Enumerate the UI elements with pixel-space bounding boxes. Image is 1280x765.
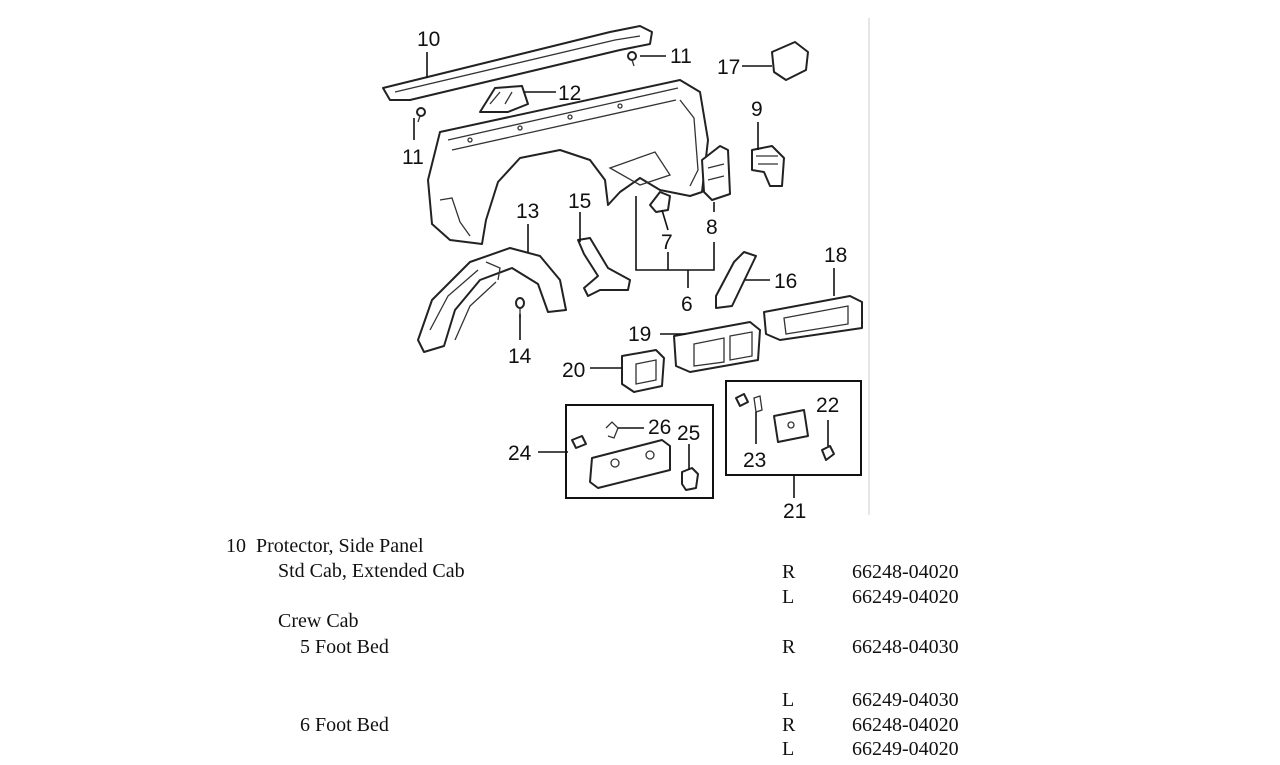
part-number-6ft-l: 66249-04020 — [852, 738, 959, 760]
callout-15: 15 — [568, 190, 591, 213]
parts-exploded-diagram: 10 11 17 12 9 11 15 13 8 7 18 16 6 19 14… — [382, 18, 870, 520]
callout-19: 19 — [628, 323, 651, 346]
item-name: Protector, Side Panel — [256, 535, 424, 557]
kit-21-box — [725, 380, 862, 476]
part-17-lid — [771, 41, 809, 81]
callout-26: 26 — [648, 416, 671, 439]
callout-20: 20 — [562, 359, 585, 382]
part-number-5ft-r: 66248-04030 — [852, 636, 959, 658]
part-22-knob — [821, 445, 835, 461]
leader-lines — [413, 52, 835, 498]
side-6ft-r: R — [782, 714, 796, 736]
part-18-pocket — [763, 295, 863, 341]
callout-18: 18 — [824, 244, 847, 267]
part-21-plate — [773, 409, 809, 443]
callout-14: 14 — [508, 345, 532, 368]
callout-13: 13 — [516, 200, 539, 223]
callout-25: 25 — [677, 422, 700, 445]
callout-11-lower: 11 — [402, 146, 424, 169]
callout-9: 9 — [751, 98, 763, 121]
part-26-clip — [605, 421, 619, 439]
subgroup-label-6-foot: 6 Foot Bed — [300, 714, 389, 736]
part-8-bracket — [701, 145, 731, 201]
group-label-std-ext-cab: Std Cab, Extended Cab — [278, 560, 465, 582]
part-23-clip — [753, 395, 763, 413]
part-24-plate — [589, 439, 671, 489]
callout-12: 12 — [558, 82, 581, 105]
callout-6: 6 — [681, 293, 693, 316]
part-16-reinforcement — [715, 251, 757, 309]
part-11-clip-upper — [627, 51, 637, 67]
item-number: 10 — [226, 535, 246, 557]
part-number-5ft-l: 66249-04030 — [852, 689, 959, 711]
side-std-r: R — [782, 561, 796, 583]
callout-22: 22 — [816, 394, 839, 417]
part-24-screw — [571, 435, 587, 449]
side-5ft-l: L — [782, 689, 795, 711]
part-19-pocket — [673, 321, 761, 373]
group-label-crew-cab: Crew Cab — [278, 610, 359, 632]
side-5ft-r: R — [782, 636, 796, 658]
part-13-liner — [417, 247, 567, 353]
callout-23: 23 — [743, 449, 766, 472]
part-number-std-r: 66248-04020 — [852, 561, 959, 583]
part-25-knob — [681, 467, 699, 491]
part-11-clip-lower — [416, 107, 426, 123]
kit-24-box — [565, 404, 714, 499]
item-header: 10 Protector, Side Panel — [226, 534, 424, 558]
callout-11-upper: 11 — [670, 45, 692, 68]
side-std-l: L — [782, 586, 795, 608]
callout-7: 7 — [661, 231, 673, 254]
callout-21: 21 — [783, 500, 806, 520]
callout-24: 24 — [508, 442, 532, 465]
subgroup-label-5-foot: 5 Foot Bed — [300, 636, 389, 658]
part-9-hinge — [751, 145, 785, 187]
part-21-screw — [735, 393, 749, 407]
part-15-brace — [577, 237, 631, 297]
part-10-protector-rail — [382, 25, 653, 101]
side-6ft-l: L — [782, 738, 795, 760]
callout-17: 17 — [717, 56, 740, 79]
part-7-bracket — [649, 191, 671, 213]
callout-8: 8 — [706, 216, 718, 239]
part-number-6ft-r: 66248-04020 — [852, 714, 959, 736]
callout-10: 10 — [417, 28, 440, 51]
part-20-pocket — [621, 349, 665, 393]
part-number-std-l: 66249-04020 — [852, 586, 959, 608]
part-12-bracket — [479, 85, 529, 113]
callout-16: 16 — [774, 270, 797, 293]
callout-labels: 10 11 17 12 9 11 15 13 8 7 18 16 6 19 14… — [402, 28, 847, 520]
